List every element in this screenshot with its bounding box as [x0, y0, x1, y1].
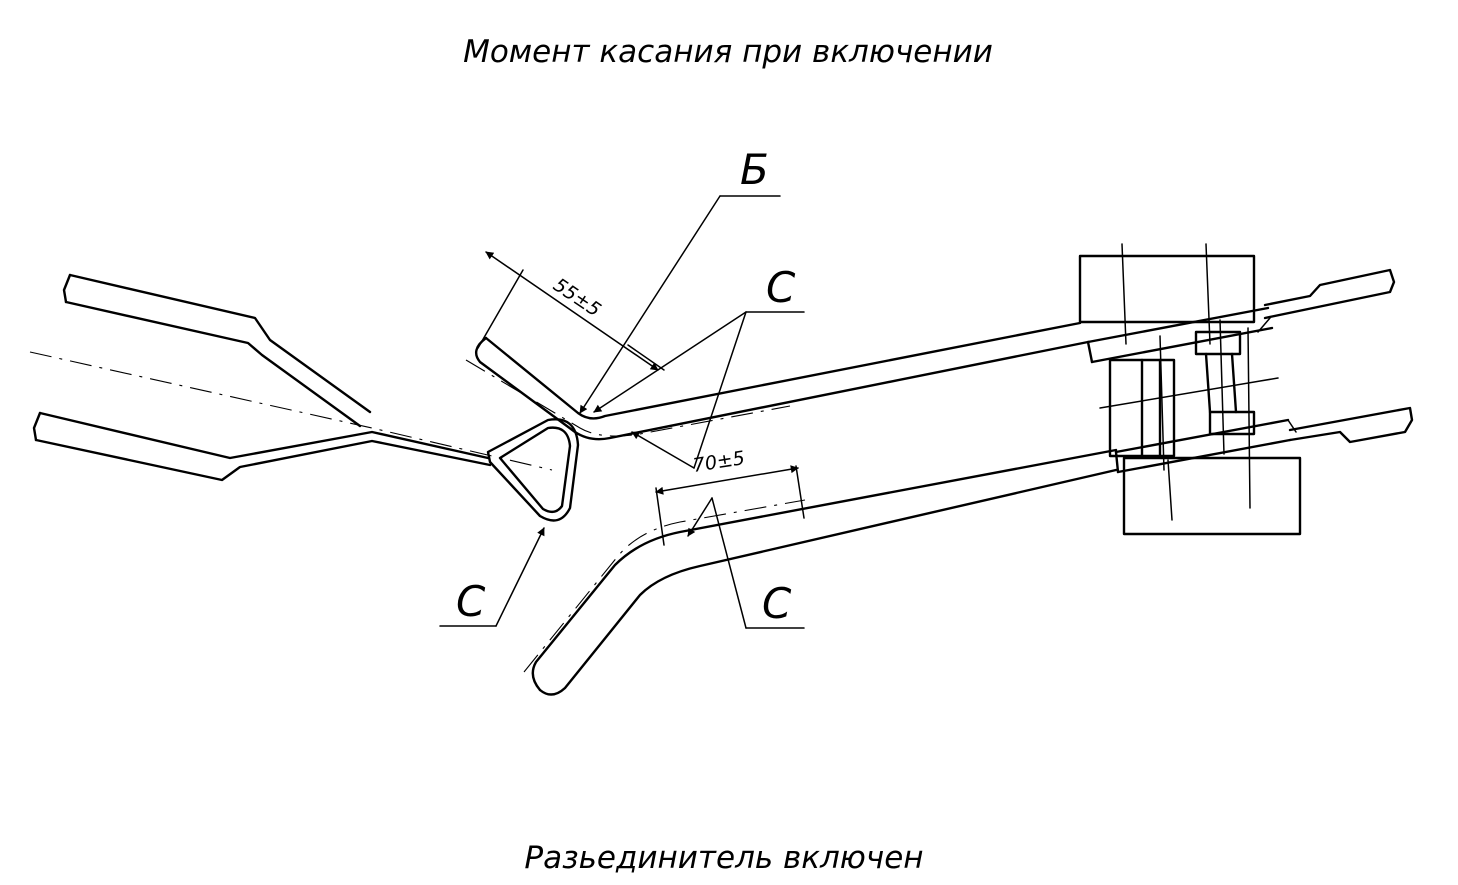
label-c-left: С [456, 577, 486, 626]
leader-c-upper [593, 311, 805, 469]
lower-blade-axis [523, 499, 806, 673]
triangular-contact-outer [486, 418, 580, 522]
hinge-assembly [1078, 243, 1302, 536]
label-c-upper: С [766, 263, 796, 312]
leader-b [579, 195, 781, 414]
left-lower-blade [32, 411, 492, 482]
upper-blade-axis [465, 359, 791, 437]
upper-movable-blade [474, 268, 1396, 441]
dimension-55 [477, 251, 665, 371]
caption-bottom: Разьединитель включен [524, 840, 923, 876]
label-b: Б [740, 145, 769, 194]
lower-movable-blade [531, 406, 1414, 696]
leader-c-left [439, 527, 545, 627]
left-upper-blade [62, 273, 372, 428]
dimension-70 [655, 465, 805, 546]
label-c-right: С [762, 579, 792, 628]
triangular-contact-inner [498, 426, 572, 514]
caption-top: Момент касания при включении [463, 34, 993, 70]
leader-c-right [687, 497, 805, 629]
left-contact-axis [29, 351, 553, 471]
